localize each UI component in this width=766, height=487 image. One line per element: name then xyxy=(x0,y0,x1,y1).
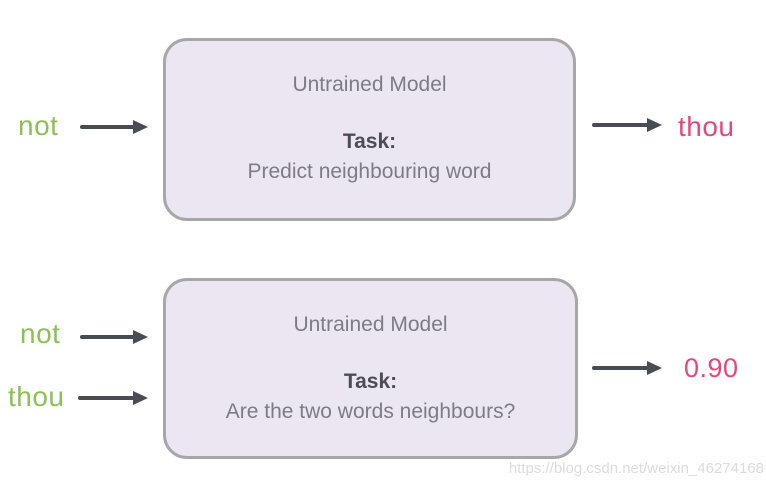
arrow-shaft xyxy=(592,366,651,370)
bottom-input-word-2: thou xyxy=(8,381,65,412)
task-label: Task: xyxy=(342,130,397,153)
arrow-shaft xyxy=(78,396,137,400)
arrow-shaft xyxy=(592,123,651,127)
arrowhead-icon xyxy=(133,391,148,405)
arrow-right-icon xyxy=(80,330,148,344)
arrow-right-icon xyxy=(78,391,148,405)
arrowhead-icon xyxy=(133,330,148,344)
arrow-shaft xyxy=(80,125,137,129)
arrowhead-icon xyxy=(133,120,148,134)
task-description: Are the two words neighbours? xyxy=(225,400,516,423)
arrowhead-icon xyxy=(647,118,662,132)
arrow-right-icon xyxy=(592,118,662,132)
bottom-input-word-1: not xyxy=(20,318,61,349)
arrow-shaft xyxy=(80,335,137,339)
untrained-model-box-top: Untrained Model Task: Predict neighbouri… xyxy=(163,38,576,221)
arrow-right-icon xyxy=(80,120,148,134)
bottom-output-score: 0.90 xyxy=(684,353,739,383)
arrow-right-icon xyxy=(592,361,662,375)
watermark: https://blog.csdn.net/weixin_46274168 xyxy=(508,460,764,477)
arrowhead-icon xyxy=(647,361,662,375)
model-box-title: Untrained Model xyxy=(292,73,447,96)
task-label: Task: xyxy=(343,370,398,393)
model-box-title: Untrained Model xyxy=(293,313,448,336)
task-description: Predict neighbouring word xyxy=(247,160,492,183)
top-input-word: not xyxy=(18,110,59,141)
untrained-model-box-bottom: Untrained Model Task: Are the two words … xyxy=(163,278,578,459)
top-output-word: thou xyxy=(678,111,735,142)
